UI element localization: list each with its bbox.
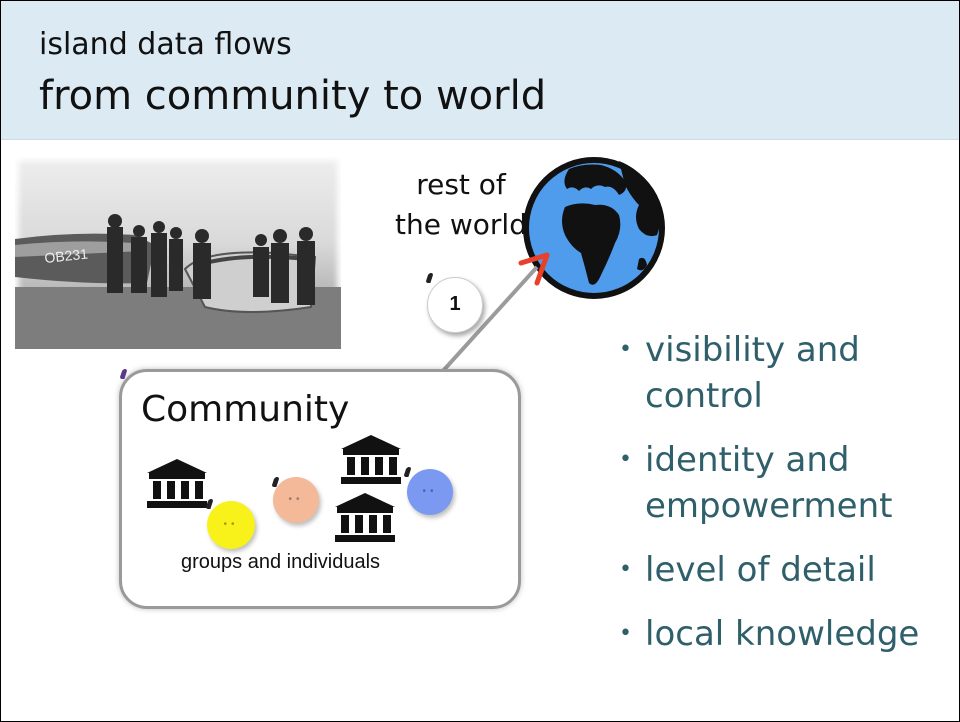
header-band: island data flows from community to worl… xyxy=(1,1,959,140)
step-badge: 1 xyxy=(427,277,483,333)
svg-text:OB231: OB231 xyxy=(44,245,89,265)
bullet-text: visibility and xyxy=(645,330,860,370)
bullet-item: • local knowledge xyxy=(619,611,949,657)
globe-icon xyxy=(523,157,665,299)
photo-illustration: OB231 xyxy=(15,214,341,349)
bullet-dot-icon: • xyxy=(619,447,632,472)
bullet-item: • visibility and control xyxy=(619,327,949,419)
flow-arrowhead xyxy=(518,252,550,286)
bullet-text: identity and xyxy=(645,440,850,480)
bullet-text: empowerment xyxy=(645,486,893,526)
bullet-text: level of detail xyxy=(645,550,876,590)
slide-title: from community to world xyxy=(39,73,547,119)
rest-of-world-label: rest of the world xyxy=(385,165,537,245)
rest-of-world-line2: the world xyxy=(395,208,527,241)
community-label: Community xyxy=(141,389,350,430)
bullet-dot-icon: • xyxy=(619,621,632,646)
slide-subtitle: island data flows xyxy=(39,27,292,62)
person-icon: •• xyxy=(273,477,319,523)
person-icon: •• xyxy=(207,501,255,549)
fishermen-boats-photo: OB231 xyxy=(15,157,341,349)
bullet-dot-icon: • xyxy=(619,557,632,582)
person-icon: •• xyxy=(407,469,453,515)
rest-of-world-line1: rest of xyxy=(416,168,506,201)
bullet-item: • identity and empowerment xyxy=(619,437,949,529)
bullet-item: • level of detail xyxy=(619,547,949,593)
bullet-text: control xyxy=(645,376,763,416)
bullet-dot-icon: • xyxy=(619,337,632,362)
groups-and-individuals-label: groups and individuals xyxy=(181,551,381,573)
bullet-text: local knowledge xyxy=(645,614,920,654)
institution-icon xyxy=(341,435,401,484)
institution-icon xyxy=(147,459,207,508)
bullet-list: • visibility and control • identity and … xyxy=(619,327,949,675)
institution-icon xyxy=(335,493,395,542)
